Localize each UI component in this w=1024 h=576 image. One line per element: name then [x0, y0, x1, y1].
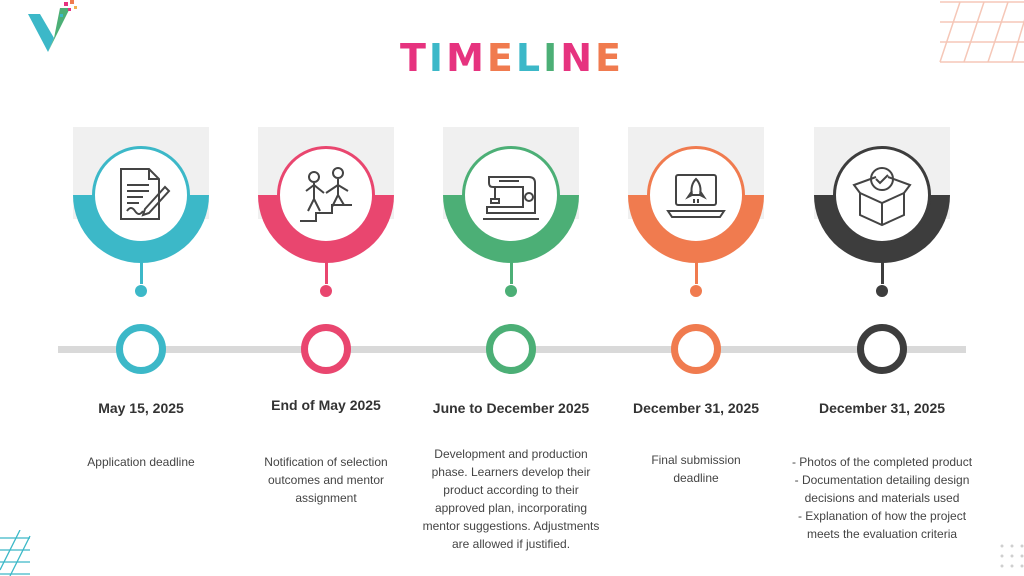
milestone-dot — [135, 285, 147, 297]
milestone-dot — [876, 285, 888, 297]
decorative-grid — [939, 1, 1024, 63]
milestone-date: End of May 2025 — [271, 397, 381, 413]
brand-logo — [28, 0, 77, 52]
description-line: mentor suggestions. Adjustments — [422, 519, 600, 533]
title-letter: E — [486, 36, 516, 80]
title-letter: M — [446, 36, 487, 80]
title-letter: I — [543, 36, 561, 80]
title-letter: E — [595, 36, 624, 80]
page-title: TIMELINE — [0, 36, 1024, 80]
description-line: Final submission — [651, 453, 741, 467]
timeline-node — [486, 324, 536, 374]
milestone-icon-circle — [277, 146, 375, 244]
title-letter: I — [428, 36, 447, 80]
milestone-description: - Photos of the completed product - Docum… — [787, 453, 977, 543]
timeline-node — [671, 324, 721, 374]
milestone-dot — [690, 285, 702, 297]
description-line: phase. Learners develop their — [431, 465, 591, 479]
title-letter: L — [515, 36, 544, 80]
description-line: are allowed if justified. — [451, 537, 571, 551]
checked-box-icon — [850, 163, 914, 227]
milestone-stem — [140, 262, 143, 284]
milestone-stem — [325, 262, 328, 284]
description-line: product according to their — [443, 483, 579, 497]
sewing-machine-icon — [479, 163, 543, 227]
description-line: - Photos of the completed product — [791, 455, 973, 469]
title-letter: N — [560, 36, 596, 80]
milestone-icon-circle — [92, 146, 190, 244]
milestone-icon-circle — [833, 146, 931, 244]
description-line: Development and production — [434, 447, 588, 461]
milestone-date: December 31, 2025 — [632, 400, 760, 416]
description-line: assignment — [295, 491, 357, 505]
milestone-date: June to December 2025 — [432, 400, 590, 416]
milestone-description: Application deadline — [46, 453, 236, 471]
decorative-dots — [1000, 544, 1024, 568]
milestone-stem — [695, 262, 698, 284]
milestone-stem — [881, 262, 884, 284]
description-line: meets the evaluation criteria — [806, 527, 958, 541]
milestone-icon-circle — [462, 146, 560, 244]
milestone-description: Final submission deadline — [601, 451, 791, 487]
description-line: - Explanation of how the project — [797, 509, 967, 523]
description-line: Notification of selection — [264, 455, 388, 469]
milestone-description: Notification of selection outcomes and me… — [231, 453, 421, 507]
milestone-date: May 15, 2025 — [98, 400, 184, 416]
document-signing-icon — [109, 163, 173, 227]
description-line: Application deadline — [87, 455, 195, 469]
description-line: deadline — [673, 471, 719, 485]
decorative-grid — [0, 530, 31, 576]
mentor-climb-icon — [294, 163, 358, 227]
title-letter: T — [400, 36, 429, 80]
timeline-node — [116, 324, 166, 374]
milestone-icon-circle — [647, 146, 745, 244]
description-line: - Documentation detailing design — [794, 473, 970, 487]
milestone-date: December 31, 2025 — [818, 400, 946, 416]
description-line: outcomes and mentor — [267, 473, 385, 487]
description-line: approved plan, incorporating — [434, 501, 588, 515]
milestone-dot — [320, 285, 332, 297]
milestone-description: Development and production phase. Learner… — [416, 445, 606, 553]
milestone-stem — [510, 262, 513, 284]
description-line: decisions and materials used — [804, 491, 960, 505]
milestone-dot — [505, 285, 517, 297]
timeline-node — [857, 324, 907, 374]
timeline-node — [301, 324, 351, 374]
rocket-laptop-icon — [664, 163, 728, 227]
